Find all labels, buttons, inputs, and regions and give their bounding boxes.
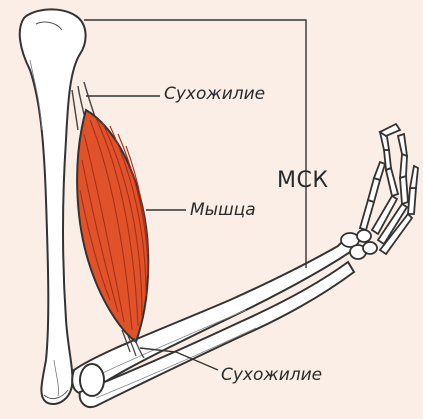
hand-bones [341,124,418,259]
msk-label: МСК [277,168,328,193]
muscle-label: Мышца [190,200,256,220]
tendon-top-label: Сухожилие [164,84,265,104]
tendon-bottom-label: Сухожилие [221,365,322,385]
humerus-bone [20,9,86,404]
muscle-belly [77,110,148,342]
